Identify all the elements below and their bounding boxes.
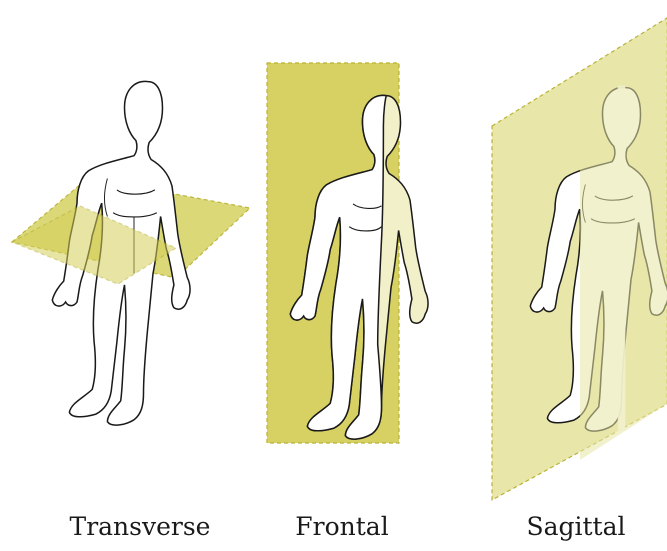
- sagittal-plane-front: [580, 24, 667, 460]
- transverse-label: Transverse: [50, 512, 230, 542]
- frontal-figure: [267, 63, 428, 443]
- sagittal-label: Sagittal: [486, 512, 666, 542]
- frontal-label: Frontal: [252, 512, 432, 542]
- transverse-figure: [12, 81, 250, 425]
- sagittal-figure: [492, 18, 667, 500]
